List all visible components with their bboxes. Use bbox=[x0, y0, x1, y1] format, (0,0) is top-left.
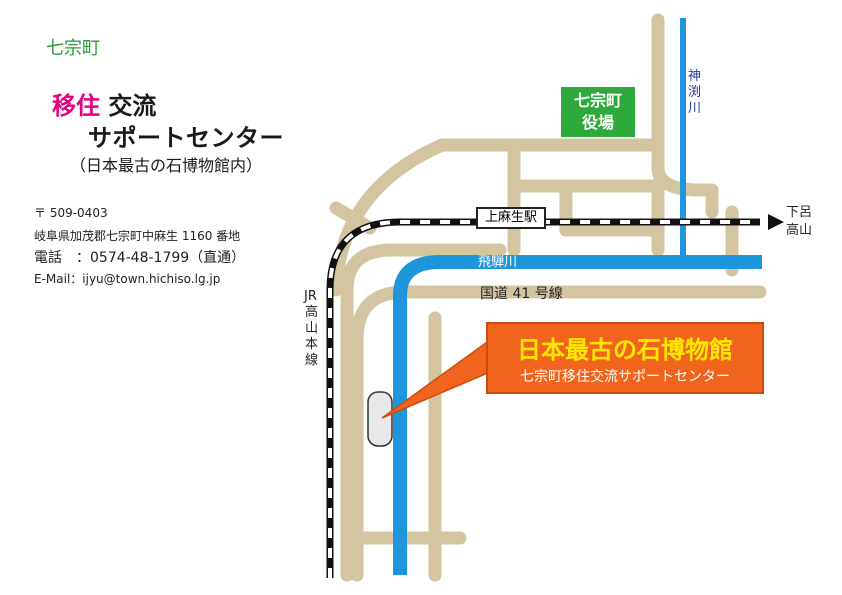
center-title-line2: サポートセンター bbox=[88, 124, 284, 152]
center-location-note: （日本最古の石博物館内） bbox=[70, 156, 263, 175]
phone-number: 電話 ：0574-48-1799（直通） bbox=[34, 250, 246, 266]
town-office-label-2: 役場 bbox=[581, 113, 614, 132]
callout-subtitle: 七宗町移住交流サポートセンター bbox=[520, 369, 730, 385]
callout-title: 日本最古の石博物館 bbox=[517, 336, 733, 364]
title-ijuu: 移住 bbox=[52, 92, 100, 120]
email-address: E-Mail：ijyu@town.hichiso.lg.jp bbox=[34, 272, 221, 286]
hida-river bbox=[393, 255, 762, 575]
museum-marker bbox=[367, 391, 393, 447]
railway-line-label: JR 高 山 本 線 bbox=[303, 289, 322, 368]
route-41-label: 国道 41 号線 bbox=[480, 286, 563, 302]
museum-callout: 日本最古の石博物館 七宗町移住交流サポートセンター bbox=[486, 322, 764, 394]
destination-label: 下呂 高山 bbox=[786, 205, 816, 238]
center-title-line1: 移住 交流 bbox=[52, 86, 156, 121]
railway bbox=[326, 214, 784, 578]
station-label: 上麻生駅 bbox=[476, 207, 546, 229]
town-name: 七宗町 bbox=[46, 38, 100, 59]
town-office-box: 七宗町 役場 bbox=[561, 87, 635, 137]
postal-code: 〒 509-0403 bbox=[34, 206, 108, 220]
address: 岐阜県加茂郡七宗町中麻生 1160 番地 bbox=[34, 229, 241, 243]
north-road bbox=[651, 13, 719, 219]
kanbuchi-river-label: 神 渕 川 bbox=[688, 69, 705, 116]
title-kouryuu: 交流 bbox=[100, 92, 157, 120]
northwest-road bbox=[329, 138, 665, 297]
hida-river-label: 飛騨川 bbox=[478, 255, 517, 270]
railway-arrow-icon bbox=[768, 214, 784, 230]
town-office-label-1: 七宗町 bbox=[573, 91, 622, 110]
inner-road bbox=[340, 243, 507, 582]
